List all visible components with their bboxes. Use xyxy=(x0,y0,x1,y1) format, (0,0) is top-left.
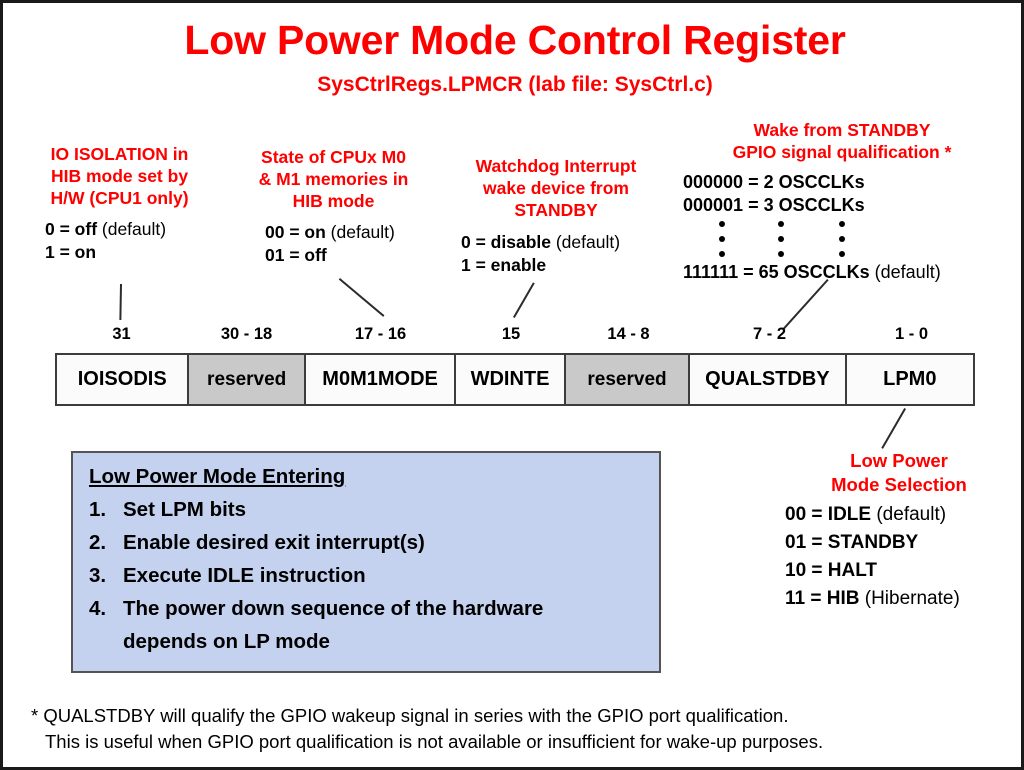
value-row: 11 = HIB (Hibernate) xyxy=(785,585,1023,613)
value-row: 0 = disable (default) xyxy=(461,232,621,252)
value-note: (Hibernate) xyxy=(859,588,960,609)
value-code: 11 = HIB xyxy=(785,588,860,609)
step-number: 4. xyxy=(89,597,107,620)
annotation-qualstdby: Wake from STANDBY GPIO signal qualificat… xyxy=(667,119,1017,284)
leader-line-lpm0 xyxy=(881,408,906,449)
footnote-line: This is useful when GPIO port qualificat… xyxy=(45,731,824,752)
register-field-reserved-4: reserved xyxy=(565,355,691,404)
annotation-watchdog-values: 0 = disable (default) 1 = enable xyxy=(447,231,665,277)
annotation-watchdog: Watchdog Interrupt wake device from STAN… xyxy=(447,155,665,277)
low-power-entering-list: 1. Set LPM bits 2. Enable desired exit inte… xyxy=(89,493,643,658)
annotation-lpm-selection-values: 00 = IDLE (default) 01 = STANDBY 10 = HALT… xyxy=(775,501,1023,613)
step-text: Set LPM bits xyxy=(123,498,247,521)
register-field-lpm0: LPM0 xyxy=(846,355,973,404)
value-row-last: 111111 = 65 OSCCLKs (default) xyxy=(683,262,941,282)
annotation-watchdog-heading: Watchdog Interrupt wake device from STAN… xyxy=(475,156,637,220)
annotation-io-isolation: IO ISOLATION in HIB mode set by H/W (CPU… xyxy=(17,143,222,264)
step-text-continued: depends on LP mode xyxy=(123,630,330,653)
annotation-lpm-selection: Low Power Mode Selection 00 = IDLE (defa… xyxy=(775,449,1023,613)
annotation-qualstdby-heading: Wake from STANDBY GPIO signal qualificat… xyxy=(732,120,952,162)
value-code: 01 = STANDBY xyxy=(785,532,919,553)
step-item: 3. Execute IDLE instruction xyxy=(89,559,643,592)
bit-label: 1 - 0 xyxy=(894,325,929,343)
low-power-entering-box: Low Power Mode Entering 1. Set LPM bits 2.… xyxy=(71,451,661,673)
value-row: 000000 = 2 OSCCLKs xyxy=(683,172,865,192)
annotation-io-isolation-values: 0 = off (default) 1 = on xyxy=(17,218,222,264)
leader-line-qualstdby xyxy=(783,278,829,330)
bit-label: 14 - 8 xyxy=(607,325,650,343)
value-row: 0 = off (default) xyxy=(45,219,167,239)
footnote-line: * QUALSTDBY will qualify the GPIO wakeup… xyxy=(31,705,789,726)
leader-line-wdinte xyxy=(513,282,535,318)
annotation-lpm-selection-heading: Low Power Mode Selection xyxy=(831,450,967,495)
register-bit-numbers: 31 30 - 18 17 - 16 15 14 - 8 7 - 2 1 - 0 xyxy=(55,325,975,347)
value-row: 00 = on (default) xyxy=(265,222,395,242)
bit-label: 31 xyxy=(112,325,131,343)
bit-label: 15 xyxy=(501,325,521,343)
value-row: 01 = off xyxy=(265,245,327,265)
value-row: 1 = enable xyxy=(461,255,547,275)
low-power-entering-heading: Low Power Mode Entering xyxy=(89,465,346,488)
value-code: 00 = IDLE xyxy=(785,504,872,525)
leader-line-m0m1mode xyxy=(338,278,385,317)
ellipsis-dot-column xyxy=(839,221,845,266)
annotation-m0m1-mode-values: 00 = on (default) 01 = off xyxy=(231,221,436,267)
vertical-ellipsis-icon xyxy=(683,217,1017,261)
value-note: (default) xyxy=(871,504,947,525)
step-item: 2. Enable desired exit interrupt(s) xyxy=(89,526,643,559)
step-number: 2. xyxy=(89,531,107,554)
page-subtitle: SysCtrlRegs.LPMCR (lab file: SysCtrl.c) xyxy=(317,73,713,96)
footnote: * QUALSTDBY will qualify the GPIO wakeup… xyxy=(31,703,1011,755)
value-code: 10 = HALT xyxy=(785,560,878,581)
step-text: Enable desired exit interrupt(s) xyxy=(123,531,425,554)
annotation-io-isolation-heading: IO ISOLATION in HIB mode set by H/W (CPU… xyxy=(50,144,189,208)
annotation-qualstdby-values: 000000 = 2 OSCCLKs 000001 = 3 OSCCLKs 11… xyxy=(667,171,1017,284)
step-item: 1. Set LPM bits xyxy=(89,493,643,526)
bit-label: 30 - 18 xyxy=(220,325,273,343)
leader-line-ioisodis xyxy=(119,283,122,320)
bit-label: 7 - 2 xyxy=(752,325,787,343)
annotation-m0m1-mode-heading: State of CPUx M0 & M1 memories in HIB mo… xyxy=(258,147,409,211)
ellipsis-dot-column xyxy=(719,221,725,266)
register-field-m0m1mode: M0M1MODE xyxy=(305,355,457,404)
value-row: 01 = STANDBY xyxy=(785,529,1023,557)
register-field-ioisodis: IOISODIS xyxy=(57,355,190,404)
step-item: 4. The power down sequence of the hardwar… xyxy=(89,592,643,658)
register-field-qualstdby: QUALSTDBY xyxy=(690,355,847,404)
step-number: 3. xyxy=(89,564,107,587)
value-row: 1 = on xyxy=(45,242,97,262)
annotation-m0m1-mode: State of CPUx M0 & M1 memories in HIB mo… xyxy=(231,146,436,267)
page-title: Low Power Mode Control Register xyxy=(184,17,846,63)
step-number: 1. xyxy=(89,498,107,521)
value-row: 00 = IDLE (default) xyxy=(785,501,1023,529)
register-field-wdinte: WDINTE xyxy=(456,355,566,404)
step-text: Execute IDLE instruction xyxy=(123,564,366,587)
register-field-reserved-1: reserved xyxy=(189,355,306,404)
value-row: 000001 = 3 OSCCLKs xyxy=(683,195,865,215)
ellipsis-dot-column xyxy=(778,221,784,266)
bit-label: 17 - 16 xyxy=(354,325,407,343)
value-row: 10 = HALT xyxy=(785,557,1023,585)
